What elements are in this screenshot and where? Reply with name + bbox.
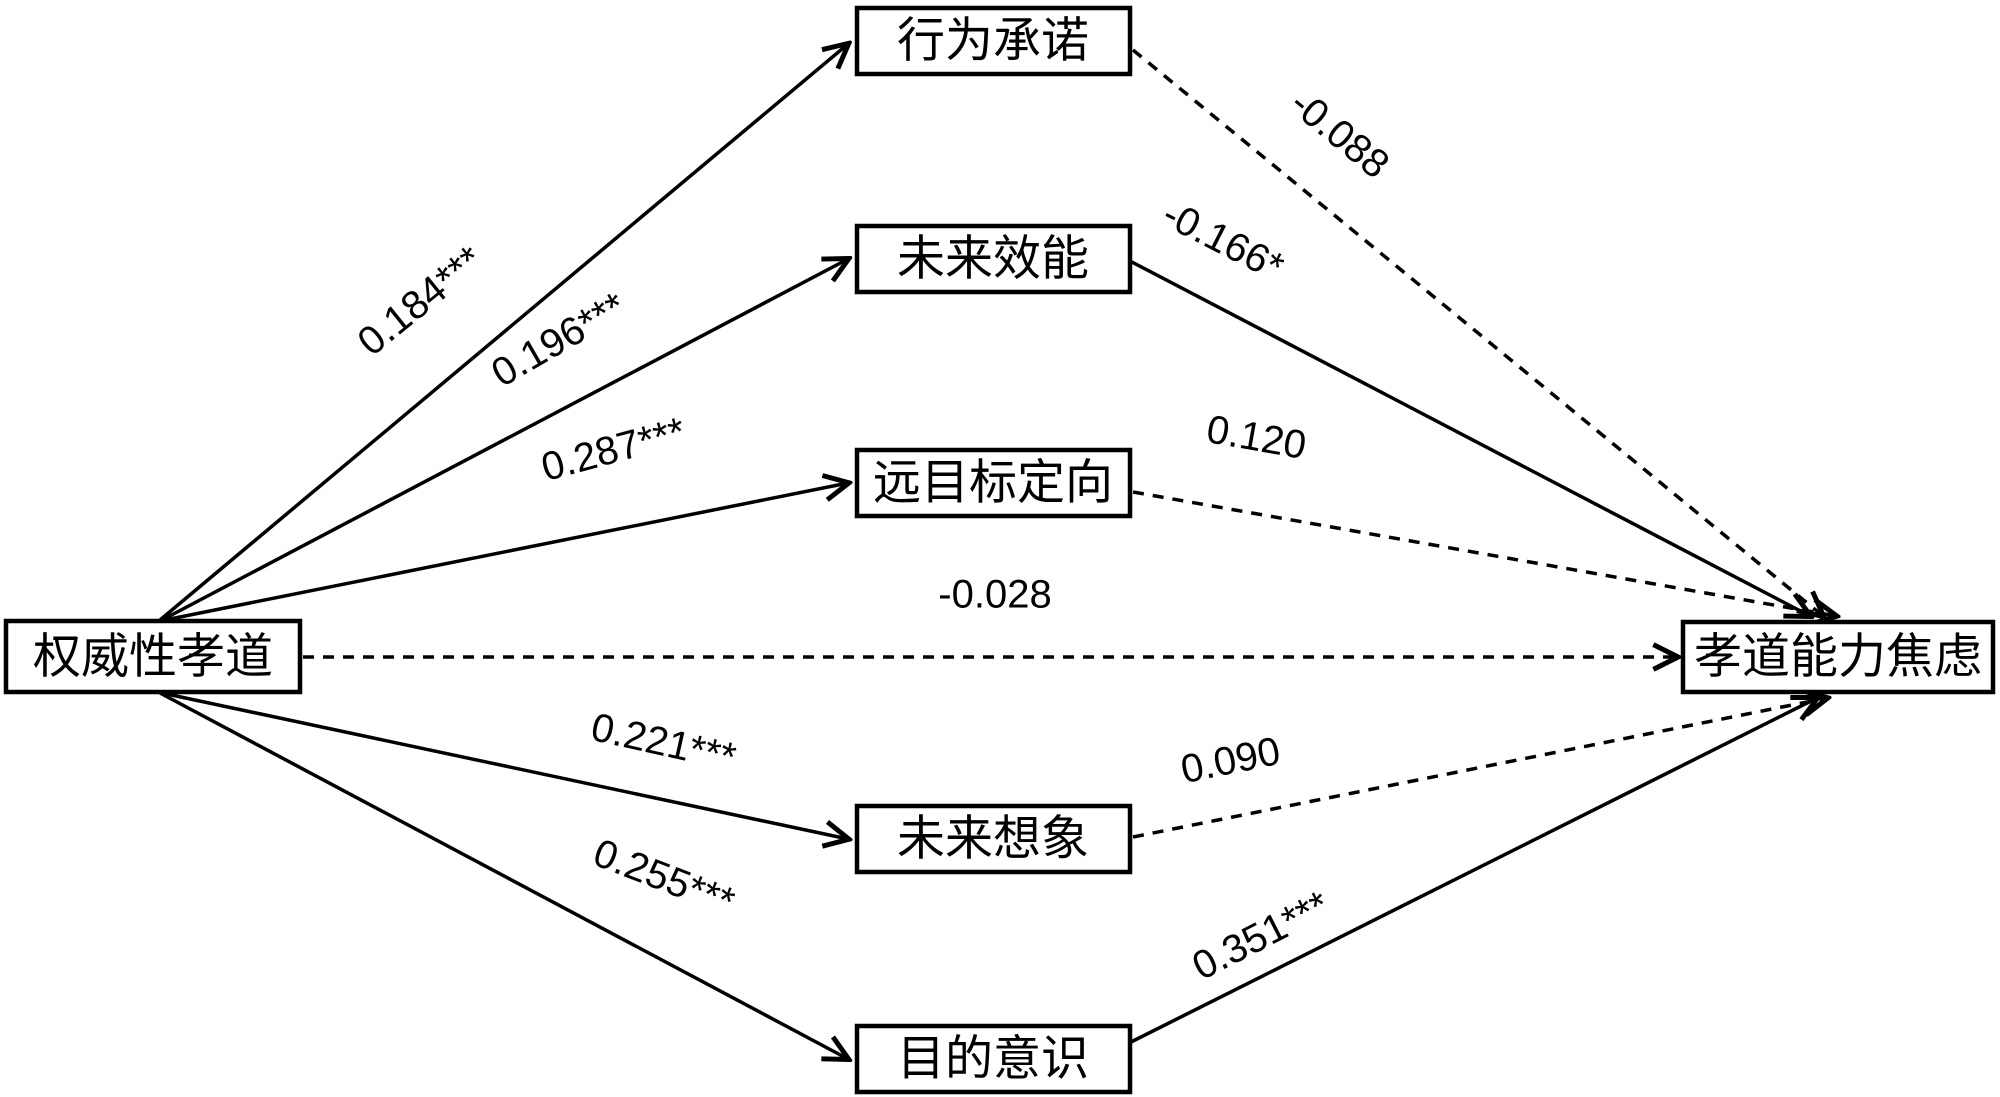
coefficient-mediator4-outcome: 0.090 xyxy=(1177,729,1284,792)
node-mediator4: 未来想象 xyxy=(854,803,1133,875)
node-predictor-label: 权威性孝道 xyxy=(33,631,273,684)
coefficient-predictor-mediator3: 0.287*** xyxy=(537,409,690,489)
path-mediator4-to-outcome xyxy=(1132,698,1827,839)
coefficient-mediator5-outcome: 0.351*** xyxy=(1186,883,1337,989)
coefficient-predictor-mediator4: 0.221*** xyxy=(587,705,740,780)
node-mediator4-box xyxy=(854,803,1133,875)
path-mediator3-to-outcome xyxy=(1132,490,1836,616)
path-predictor-to-mediator4 xyxy=(161,691,848,839)
node-mediator3-box xyxy=(854,447,1133,519)
coefficient-mediator1-outcome: -0.088 xyxy=(1282,81,1398,187)
node-mediator1-box xyxy=(854,5,1133,77)
node-mediator3: 远目标定向 xyxy=(854,447,1133,519)
node-outcome-box xyxy=(1680,619,1996,695)
path-mediator5-to-outcome xyxy=(1130,698,1817,1044)
node-mediator4-label: 未来想象 xyxy=(897,813,1089,866)
node-mediator2-box xyxy=(854,223,1133,295)
coefficient-mediator3-outcome: 0.120 xyxy=(1203,407,1309,468)
coefficient-predictor-mediator5: 0.255*** xyxy=(587,831,740,925)
path-predictor-to-mediator2 xyxy=(161,259,848,622)
node-mediator2: 未来效能 xyxy=(854,223,1133,295)
node-mediator5: 目的意识 xyxy=(854,1023,1133,1095)
node-mediator1-label: 行为承诺 xyxy=(897,15,1089,68)
coefficient-predictor-mediator2: 0.196*** xyxy=(484,284,633,396)
coefficient-mediator2-outcome: -0.166* xyxy=(1156,192,1291,290)
path-mediator1-to-outcome xyxy=(1131,48,1823,616)
node-predictor: 权威性孝道 xyxy=(3,618,303,695)
node-mediator5-box xyxy=(854,1023,1133,1095)
path-mediator2-to-outcome xyxy=(1127,258,1810,616)
node-outcome-label: 孝道能力焦虑 xyxy=(1694,631,1982,684)
coefficient-predictor-mediator1: 0.184*** xyxy=(350,238,492,365)
node-mediator1: 行为承诺 xyxy=(854,5,1133,77)
node-mediator5-label: 目的意识 xyxy=(897,1033,1089,1086)
path-predictor-to-mediator5 xyxy=(159,691,848,1059)
node-mediator3-label: 远目标定向 xyxy=(873,457,1113,510)
path-predictor-to-mediator1 xyxy=(158,44,848,622)
node-predictor-box xyxy=(3,618,303,695)
coefficient-direct-effect: -0.028 xyxy=(938,573,1051,617)
node-mediator2-label: 未来效能 xyxy=(897,233,1089,286)
path-predictor-to-mediator3 xyxy=(164,483,848,622)
node-outcome: 孝道能力焦虑 xyxy=(1680,619,1996,695)
